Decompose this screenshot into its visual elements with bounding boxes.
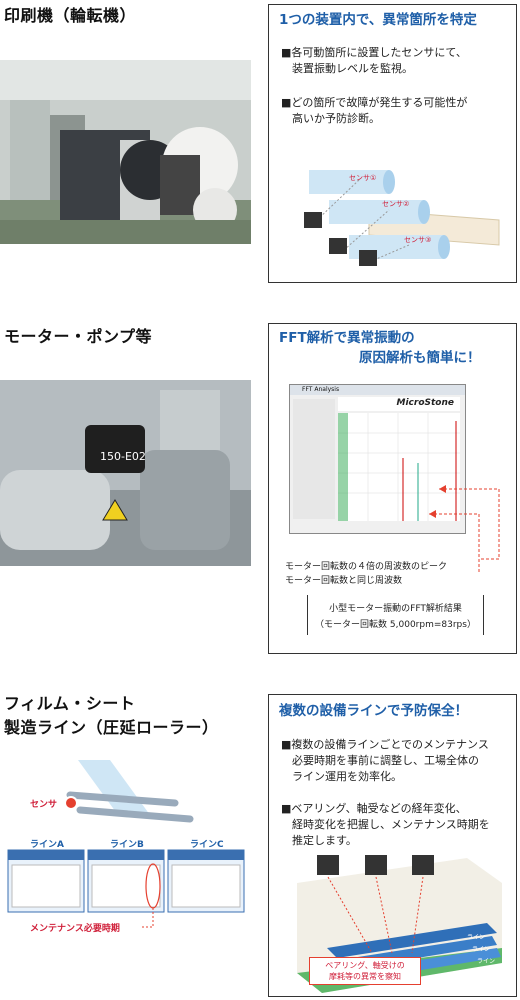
line-label: ラインA xyxy=(30,839,64,850)
multiline-bullet-2: ■ベアリング、軸受などの経年変化、 経時変化を把握し、メンテナンス時期を 推定し… xyxy=(281,801,490,849)
printing-box-title: 1つの装置内で、異常箇所を特定 xyxy=(279,12,477,28)
multiline-box-title: 複数の設備ラインで予防保全！ xyxy=(279,703,468,719)
fft-result-caption: 小型モーター振動のFFT解析結果 （モーター回転数 5,000rpm=83rps… xyxy=(307,595,484,635)
printing-info-box: 1つの装置内で、異常箇所を特定 ■各可動箇所に設置したセンサにて、 装置振動レベ… xyxy=(268,4,517,283)
callout-line: 摩耗等の異常を察知 xyxy=(329,972,401,981)
section-title-line: フィルム・シート xyxy=(4,694,136,713)
sensor-cube-icon xyxy=(304,212,322,228)
line-label: ラインB xyxy=(110,839,144,850)
fft-info-box: FFT解析で異常振動の 原因解析も簡単に！ FFT Analysis Micro… xyxy=(268,323,517,654)
line-label: ラインC xyxy=(190,839,224,850)
bullet-line: 経時変化を把握し、メンテナンス時期を xyxy=(281,818,490,831)
fft-box-title-line2: 原因解析も簡単に！ xyxy=(359,350,481,366)
section-title-line: 製造ライン（圧延ローラー） xyxy=(4,718,219,737)
line-platform xyxy=(327,923,497,958)
sensor-cube-icon xyxy=(359,250,377,266)
line-panel-c xyxy=(167,849,245,913)
bullet-line: ■複数の設備ラインごとでのメンテナンス xyxy=(281,738,489,751)
sensor-cube-icon xyxy=(365,855,387,875)
bullet-line: 推定します。 xyxy=(281,834,357,847)
motor-photo: 150-E02 xyxy=(0,380,251,566)
printing-bullet-2: ■どの箇所で故障が発生する可能性が 高いか予防診断。 xyxy=(281,95,467,127)
roller-sensor-diagram: センサ① センサ② センサ③ xyxy=(304,170,500,266)
printing-press-illustration xyxy=(0,60,251,244)
brand-logo: MicroStone xyxy=(396,398,454,408)
line-panel-a xyxy=(7,849,85,913)
sensor-label: センサ③ xyxy=(404,236,431,244)
motor-illustration: 150-E02 xyxy=(0,380,251,566)
sensor-dot-icon xyxy=(64,796,78,810)
bullet-line: ライン運用を効率化。 xyxy=(281,770,402,783)
section-title-film: フィルム・シート 製造ライン（圧延ローラー） xyxy=(4,692,219,740)
platform-label: ライン xyxy=(477,958,495,965)
sensor-cube-icon xyxy=(412,855,434,875)
platform-label: ライン xyxy=(472,946,490,953)
sensor-device xyxy=(85,425,145,473)
multiline-info-box: 複数の設備ラインで予防保全！ ■複数の設備ラインごとでのメンテナンス 必要時期を… xyxy=(268,694,517,997)
sensor-label: センサ xyxy=(30,799,57,810)
platform-label: ライン xyxy=(467,934,485,941)
brand-bar: MicroStone xyxy=(338,397,460,411)
bullet-line: ■どの箇所で故障が発生する可能性が xyxy=(281,96,468,109)
sensor-cube-icon xyxy=(329,238,347,254)
result-line: （モーター回転数 5,000rpm=83rps） xyxy=(315,620,476,630)
maintenance-label: メンテナンス必要時期 xyxy=(30,922,120,934)
printing-bullet-1: ■各可動箇所に設置したセンサにて、 装置振動レベルを監視。 xyxy=(281,45,467,77)
section-title-printing: 印刷機（輪転機） xyxy=(4,6,137,25)
bullet-line: ■ベアリング、軸受などの経年変化、 xyxy=(281,802,467,815)
fft-analysis-window: FFT Analysis MicroStone xyxy=(289,384,466,534)
annotation-arrows xyxy=(429,485,500,574)
sensor-label: センサ① xyxy=(349,174,376,182)
fft-annotation-2: モーター回転数と同じ周波数 xyxy=(285,576,403,586)
settings-panel xyxy=(293,399,335,519)
section-title-motor: モーター・ポンプ等 xyxy=(4,327,153,346)
fft-box-title-line1: FFT解析で異常振動の xyxy=(279,330,415,346)
film-line-diagram: センサ ラインA ラインB ラインC メンテナンス必要時期 xyxy=(7,760,245,934)
sensor-cube-icon xyxy=(317,855,339,875)
fft-spectrum-plot xyxy=(338,413,460,521)
callout-line: ベアリング、軸受けの xyxy=(325,961,405,970)
line-panel-b xyxy=(87,849,165,913)
printing-press-photo xyxy=(0,60,251,244)
multiline-bullet-1: ■複数の設備ラインごとでのメンテナンス 必要時期を事前に調整し、工場全体の ライ… xyxy=(281,737,489,785)
fft-annotation-1: モーター回転数の４倍の周波数のピーク xyxy=(285,562,448,572)
result-line: 小型モーター振動のFFT解析結果 xyxy=(329,604,462,614)
sensor-device-label: 150-E02 xyxy=(100,450,146,463)
bullet-line: ■各可動箇所に設置したセンサにて、 xyxy=(281,46,467,59)
bullet-line: 装置振動レベルを監視。 xyxy=(281,62,413,75)
bearing-callout: ベアリング、軸受けの 摩耗等の異常を察知 xyxy=(309,957,421,985)
sensor-label: センサ② xyxy=(382,200,409,208)
window-title: FFT Analysis xyxy=(290,385,465,395)
bullet-line: 必要時期を事前に調整し、工場全体の xyxy=(281,754,479,767)
bullet-line: 高いか予防診断。 xyxy=(281,112,380,125)
